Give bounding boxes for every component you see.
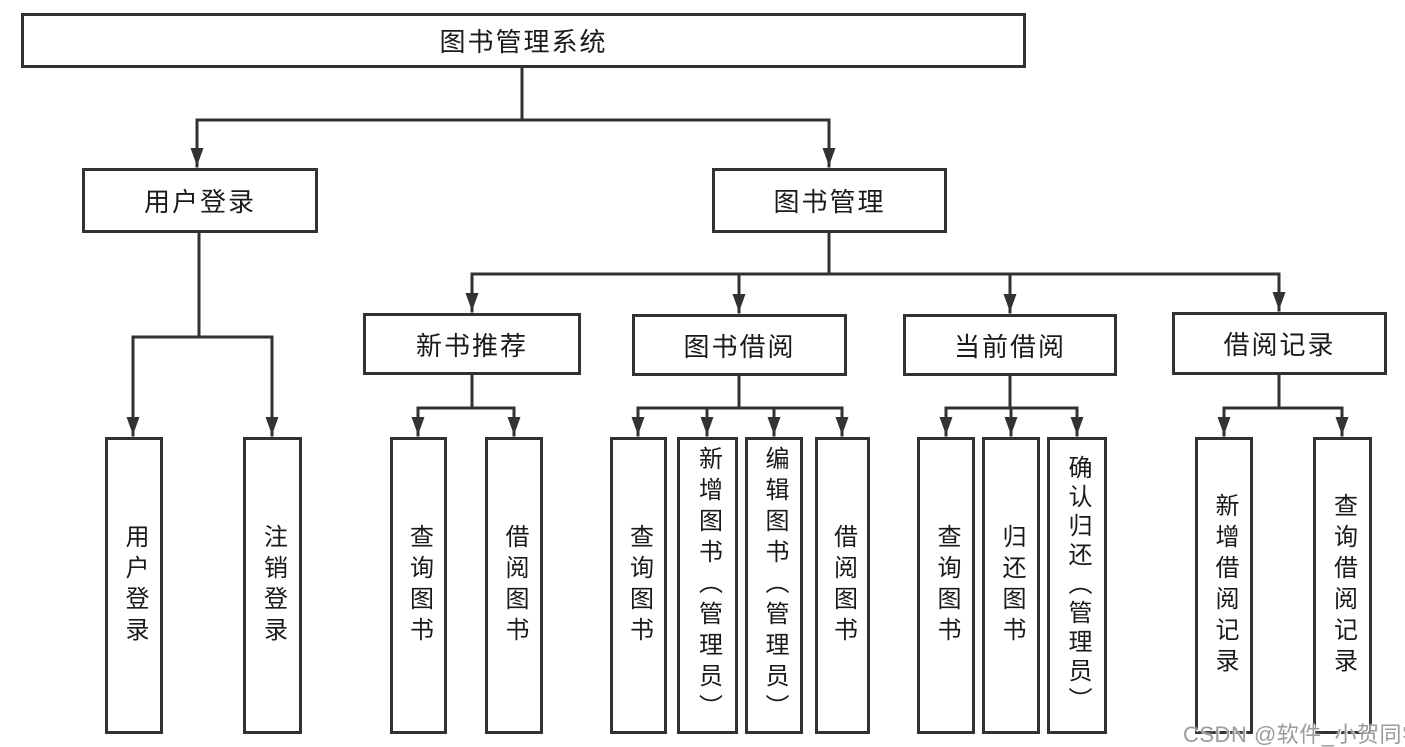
leaf-cb-return-book: 归还图书 <box>982 437 1040 734</box>
leaf-cb-confirm-return-admin: 确认归还（管理员） <box>1047 437 1107 734</box>
node-label: 图书借阅 <box>683 331 796 362</box>
leaf-br-add-record: 新增借阅记录 <box>1195 437 1253 734</box>
node-label: 当前借阅 <box>953 331 1066 362</box>
node-label: 图书管理系统 <box>439 27 608 57</box>
node-label: 归还图书 <box>998 523 1025 648</box>
leaf-user-login: 用户登录 <box>105 437 163 734</box>
leaf-cb-query-book: 查询图书 <box>917 437 975 734</box>
node-label: 查询图书 <box>625 523 653 648</box>
node-user-login: 用户登录 <box>82 168 318 233</box>
node-label: 用户登录 <box>121 523 148 648</box>
leaf-br-query-record: 查询借阅记录 <box>1313 437 1372 734</box>
node-label: 新增借阅记录 <box>1211 492 1238 679</box>
node-label: 查询图书 <box>933 523 960 648</box>
node-current-borrowing: 当前借阅 <box>903 314 1117 376</box>
leaf-bb-borrow-book: 借阅图书 <box>815 437 870 734</box>
node-root-library-system: 图书管理系统 <box>21 13 1026 68</box>
csdn-watermark: CSDN @软件_小贺同学 <box>1183 722 1405 747</box>
node-label: 确认归还（管理员） <box>1064 455 1091 716</box>
node-new-book-recommend: 新书推荐 <box>363 313 581 375</box>
node-label: 借阅图书 <box>829 523 857 648</box>
node-label: 借阅记录 <box>1223 330 1336 360</box>
node-book-borrowing: 图书借阅 <box>632 314 847 376</box>
node-label: 借阅图书 <box>501 523 528 648</box>
node-book-management: 图书管理 <box>712 168 947 233</box>
leaf-nbr-query-book: 查询图书 <box>390 437 447 734</box>
node-label: 新书推荐 <box>415 330 528 361</box>
leaf-bb-add-book-admin: 新增图书（管理员） <box>677 437 738 734</box>
node-label: 注销登录 <box>259 523 287 648</box>
node-borrowing-records: 借阅记录 <box>1172 312 1387 375</box>
node-label: 用户登录 <box>143 187 256 217</box>
node-label: 编辑图书（管理员） <box>761 446 788 725</box>
leaf-bb-edit-book-admin: 编辑图书（管理员） <box>745 437 803 734</box>
leaf-logout: 注销登录 <box>243 437 302 734</box>
leaf-nbr-borrow-book: 借阅图书 <box>485 437 543 734</box>
node-label: 新增图书（管理员） <box>694 446 722 725</box>
node-label: 查询图书 <box>405 523 433 648</box>
node-label: 图书管理 <box>773 187 886 217</box>
leaf-bb-query-book: 查询图书 <box>610 437 667 734</box>
node-label: 查询借阅记录 <box>1329 492 1357 679</box>
